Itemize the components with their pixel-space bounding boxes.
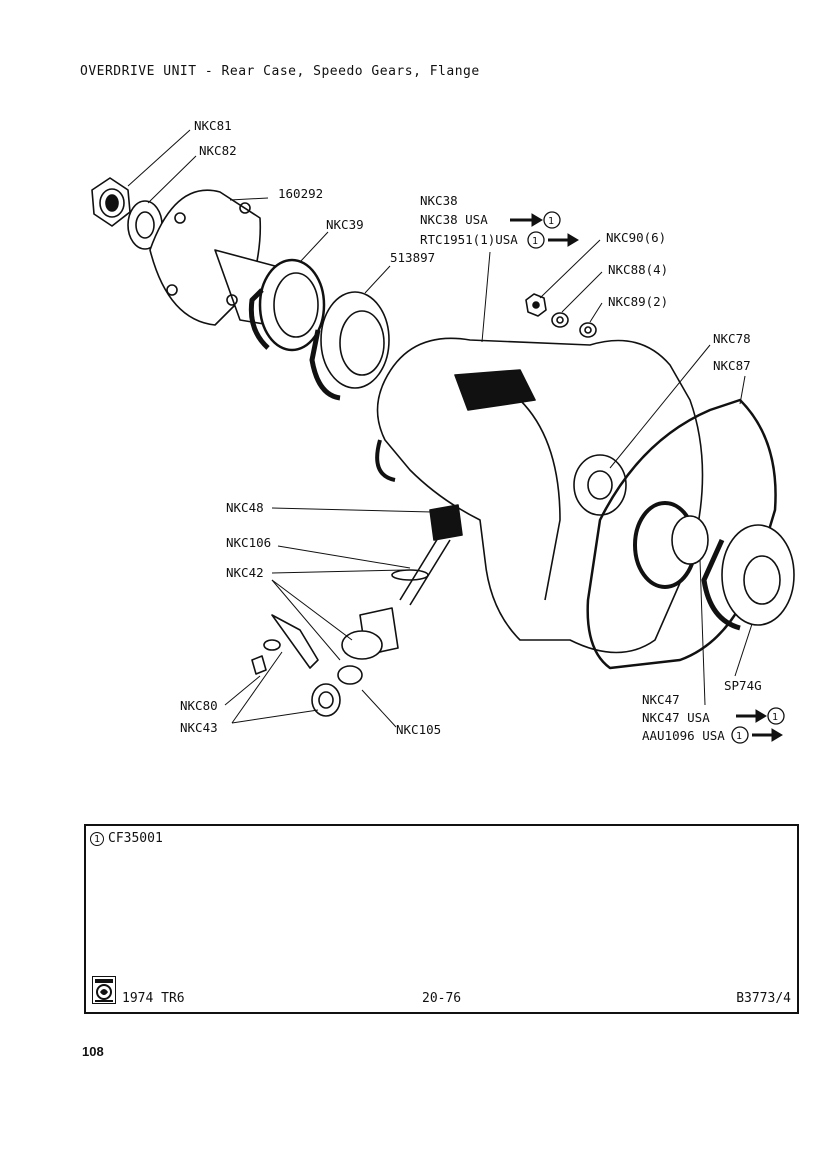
callout-nkc39: NKC39: [326, 217, 364, 232]
callout-nkc80: NKC80: [180, 698, 218, 713]
output-bearing-drawing: [701, 524, 795, 631]
bearing-drawing: [309, 291, 390, 401]
flange-nut-drawing: [91, 177, 131, 227]
callout-160292: 160292: [278, 186, 323, 201]
exploded-parts-diagram: NKC81 NKC82 160292 NKC39 513897 NKC38 NK…: [91, 118, 795, 744]
page-title: OVERDRIVE UNIT - Rear Case, Speedo Gears…: [80, 64, 480, 79]
callout-nkc48: NKC48: [226, 500, 264, 515]
footnote-marker-nkc38-usa: 1: [543, 211, 561, 229]
footnote: 1 CF35001: [90, 831, 163, 846]
callout-nkc87: NKC87: [713, 358, 751, 373]
page-number: 108: [82, 1044, 104, 1059]
footnote-marker-aau1096: 1: [731, 726, 749, 744]
footnote-marker-rtc1951: 1: [527, 231, 545, 249]
callout-nkc47: NKC47: [642, 692, 680, 707]
callout-nkc105: NKC105: [396, 722, 441, 737]
callout-nkc90: NKC90(6): [606, 230, 666, 245]
callout-rtc1951: RTC1951(1)USA: [420, 232, 518, 247]
callout-513897: 513897: [390, 250, 435, 265]
svg-text:1: 1: [532, 236, 538, 247]
footnote-references: 1 1 1 1: [510, 211, 785, 744]
british-leyland-logo-icon: [92, 976, 116, 1004]
parts-illustration: [91, 177, 795, 717]
callout-nkc43: NKC43: [180, 720, 218, 735]
callout-nkc78: NKC78: [713, 331, 751, 346]
section-page-code: 20-76: [422, 991, 462, 1006]
callout-nkc81: NKC81: [194, 118, 232, 133]
gasket-drawing: [586, 398, 777, 670]
svg-text:1: 1: [772, 712, 778, 723]
callout-nkc106: NKC106: [226, 535, 271, 550]
callout-aau1096: AAU1096 USA: [642, 728, 725, 743]
callout-nkc82: NKC82: [199, 143, 237, 158]
footnote-marker-nkc47-usa: 1: [767, 707, 785, 725]
speedo-gear-assembly-drawing: [251, 504, 463, 717]
arrow-right-icon: [736, 709, 767, 723]
small-nut-and-washers-drawing: [525, 293, 597, 338]
rear-case-drawing: [375, 337, 704, 654]
footnote-text: CF35001: [108, 831, 163, 846]
vehicle-model: 1974 TR6: [122, 991, 185, 1006]
arrow-right-icon: [510, 213, 543, 227]
svg-text:1: 1: [736, 731, 742, 742]
callout-nkc38: NKC38: [420, 193, 458, 208]
arrow-right-icon: [548, 233, 579, 247]
callout-sp74g: SP74G: [724, 678, 762, 693]
leader-lines: [127, 129, 753, 728]
arrow-right-icon: [752, 728, 783, 742]
footnote-marker: 1: [90, 831, 104, 846]
callout-nkc38-usa: NKC38 USA: [420, 212, 488, 227]
notes-panel: 1 CF35001 1974 TR6 20-76 B3773/4: [84, 824, 799, 1014]
callout-nkc42: NKC42: [226, 565, 264, 580]
callout-nkc89: NKC89(2): [608, 294, 668, 309]
callout-nkc47-usa: NKC47 USA: [642, 710, 710, 725]
callout-nkc88: NKC88(4): [608, 262, 668, 277]
oil-seal-drawing: [248, 258, 326, 352]
svg-text:1: 1: [548, 216, 554, 227]
output-seal-drawing: [633, 501, 709, 589]
drawing-reference: B3773/4: [736, 991, 791, 1006]
callout-labels: NKC81 NKC82 160292 NKC39 513897 NKC38 NK…: [180, 118, 762, 743]
